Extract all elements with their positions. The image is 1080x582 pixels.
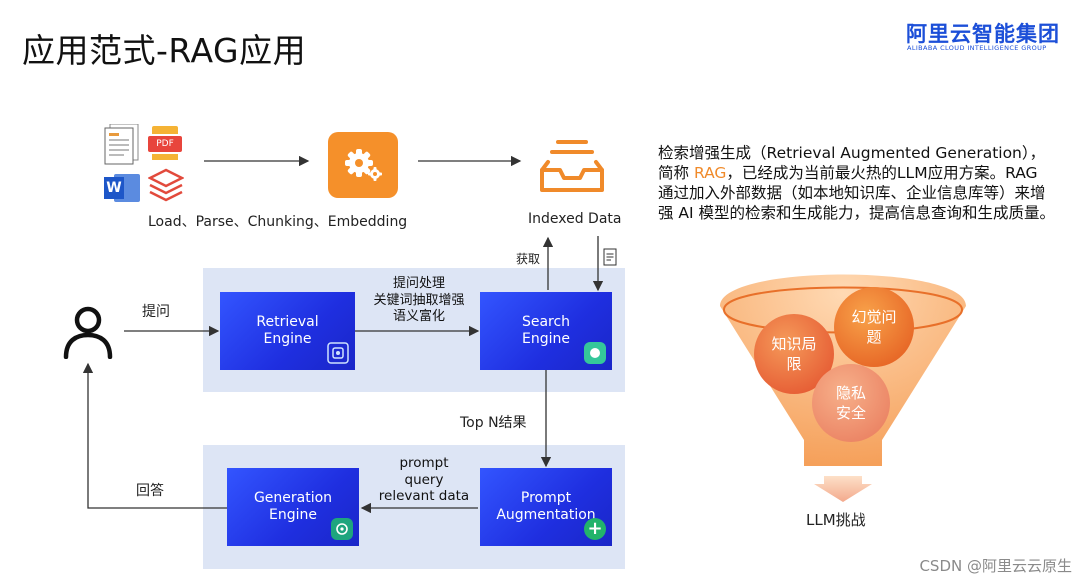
page-title: 应用范式-RAG应用 bbox=[22, 31, 307, 70]
search-engine-box[interactable]: Search Engine bbox=[480, 292, 612, 370]
openai-logo-icon bbox=[331, 518, 353, 540]
prompt-data-line: query bbox=[404, 471, 444, 488]
user-icon bbox=[63, 306, 113, 359]
query-processing-step: 关键词抽取增强 bbox=[373, 292, 465, 308]
query-processing-labels: 提问处理 关键词抽取增强 语义富化 bbox=[360, 276, 478, 326]
retrieval-engine-box[interactable]: Retrieval Engine bbox=[220, 292, 355, 370]
pipeline-steps-label: Load、Parse、Chunking、Embedding bbox=[148, 214, 408, 230]
prompt-data-labels: prompt query relevant data bbox=[366, 455, 482, 505]
retrieval-engine-line2: Engine bbox=[263, 331, 312, 347]
llm-challenge-caption: LLM挑战 bbox=[806, 511, 866, 529]
search-engine-line2: Engine bbox=[522, 331, 570, 347]
retrieval-engine-line1: Retrieval bbox=[256, 314, 319, 330]
circle-text: 隐私 bbox=[835, 384, 866, 402]
description-text: 简称 bbox=[658, 164, 694, 182]
fetch-label: 获取 bbox=[516, 252, 541, 266]
search-badge-icon bbox=[584, 342, 606, 364]
processing-gear-icon bbox=[328, 132, 398, 198]
description-line: 简称 RAG，已经成为当前最火热的LLM应用方案。RAG bbox=[658, 163, 1070, 183]
description-line: 检索增强生成（Retrieval Augmented Generation）， bbox=[658, 144, 1046, 162]
prompt-augmentation-box[interactable]: Prompt Augmentation + bbox=[480, 468, 612, 546]
search-engine-line1: Search bbox=[521, 314, 571, 330]
circle-text: 安全 bbox=[835, 404, 866, 422]
small-document-icon bbox=[603, 248, 617, 266]
generation-engine-line1: Generation bbox=[253, 490, 333, 506]
prompt-data-line: prompt bbox=[399, 455, 449, 471]
layers-icon bbox=[148, 168, 184, 202]
circle-text: 幻觉问 bbox=[851, 308, 897, 326]
inbox-tray-icon bbox=[540, 140, 604, 192]
indexed-data-label: Indexed Data bbox=[528, 211, 622, 227]
ask-label: 提问 bbox=[142, 304, 170, 320]
privacy-security-circle: 隐私安全 bbox=[812, 364, 890, 442]
word-icon: W bbox=[104, 172, 140, 204]
prompt-augmentation-line1: Prompt bbox=[520, 490, 572, 506]
pdf-icon-label: PDF bbox=[148, 136, 182, 152]
query-processing-step: 语义富化 bbox=[392, 309, 445, 324]
watermark: CSDN @阿里云云原生 bbox=[919, 557, 1072, 575]
top-n-label: Top N结果 bbox=[460, 415, 527, 431]
answer-label: 回答 bbox=[136, 483, 164, 499]
prompt-data-line: relevant data bbox=[378, 488, 470, 504]
circle-text: 限 bbox=[786, 355, 802, 373]
description-line: 通过加入外部数据（如本地知识库、企业信息库等）来增 bbox=[658, 184, 1046, 202]
brand-logo-subtext: ALIBABA CLOUD INTELLIGENCE GROUP bbox=[907, 44, 1047, 52]
knowledge-limit-circle: 知识局限 bbox=[754, 314, 834, 394]
generation-engine-line2: Engine bbox=[269, 507, 317, 523]
chip-icon bbox=[327, 342, 349, 364]
rag-highlight: RAG bbox=[693, 164, 727, 182]
hallucination-circle: 幻觉问题 bbox=[834, 287, 914, 367]
word-icon-label: W bbox=[104, 177, 124, 199]
arrow-generation-to-user bbox=[82, 362, 227, 509]
rag-description: 检索增强生成（Retrieval Augmented Generation）， … bbox=[658, 143, 1070, 223]
document-icon bbox=[104, 124, 139, 165]
description-line: 强 AI 模型的检索和生成能力，提高信息查询和生成质量。 bbox=[658, 204, 1056, 222]
brand-logo-text: 阿里云智能集团 bbox=[906, 22, 1060, 46]
generation-engine-box[interactable]: Generation Engine bbox=[227, 468, 359, 546]
query-processing-step: 提问处理 bbox=[392, 276, 445, 291]
description-text: ，已经成为当前最火热的LLM应用方案。RAG bbox=[726, 164, 1038, 182]
pdf-icon: PDF bbox=[148, 126, 182, 162]
circle-text: 知识局 bbox=[771, 335, 817, 353]
plus-icon: + bbox=[584, 518, 606, 540]
circle-text: 题 bbox=[866, 328, 882, 346]
prompt-augmentation-line2: Augmentation bbox=[496, 507, 596, 523]
